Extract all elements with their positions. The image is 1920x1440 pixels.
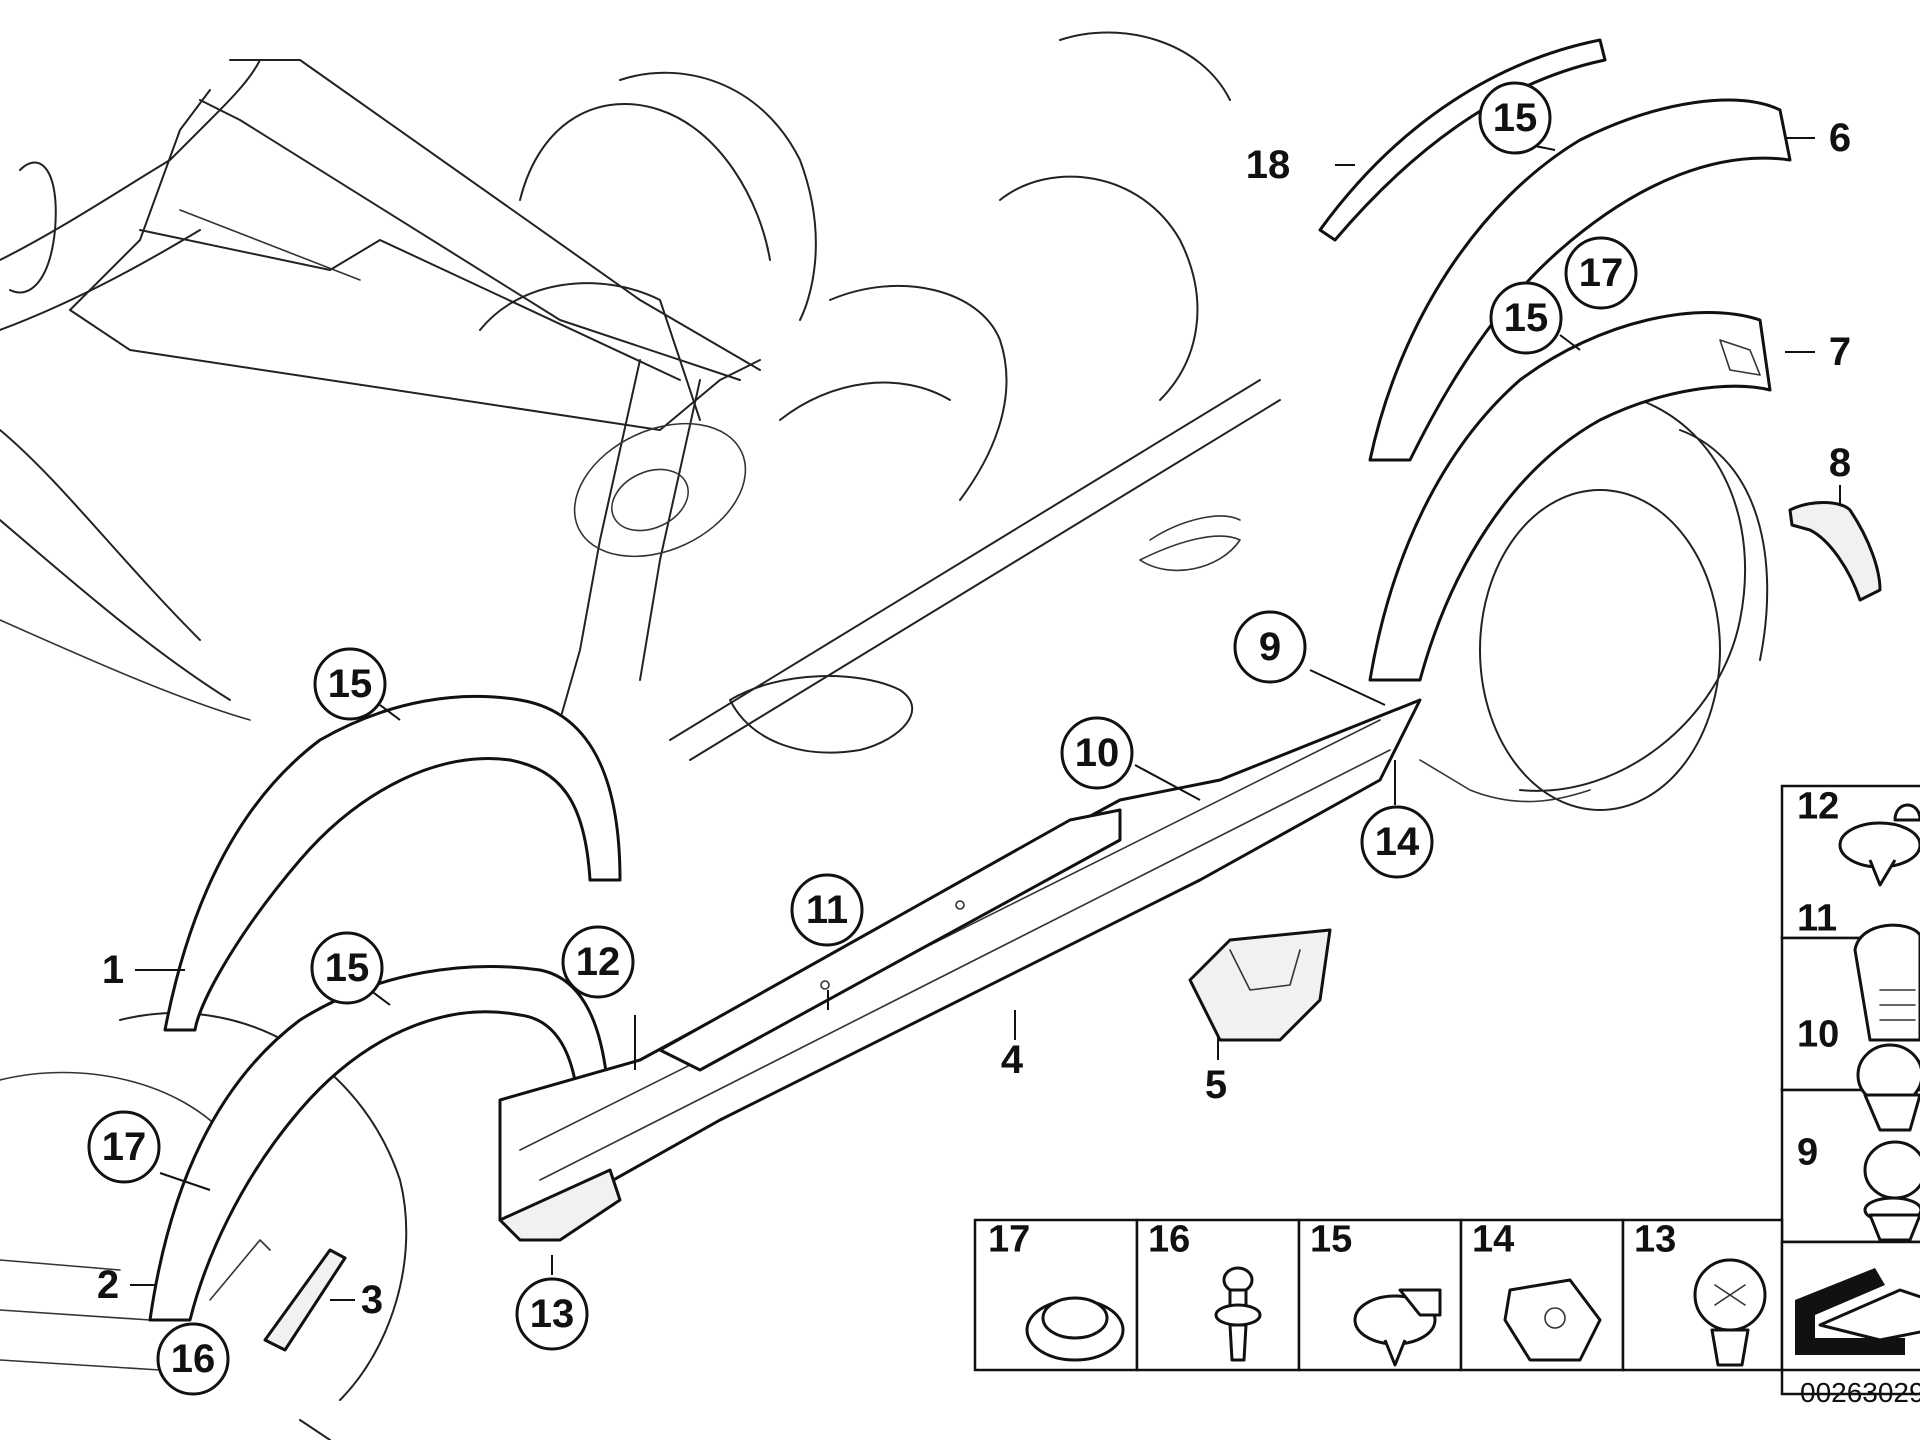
callout-15-front: 15 bbox=[313, 647, 387, 721]
callout-15-mid: 15 bbox=[1489, 281, 1563, 355]
callout-17-lower: 17 bbox=[87, 1110, 161, 1184]
legend-cell-9-label: 9 bbox=[1797, 1131, 1818, 1173]
part-18-trim-strip bbox=[1318, 38, 1607, 242]
reference-number: 00263029 bbox=[1800, 1377, 1920, 1408]
clip-9-icon bbox=[1863, 1140, 1920, 1242]
clip-10-icon bbox=[1856, 1043, 1920, 1132]
svg-text:13: 13 bbox=[530, 1292, 575, 1336]
svg-text:11: 11 bbox=[806, 888, 848, 932]
svg-text:16: 16 bbox=[171, 1337, 216, 1381]
part-1-front-wheel-arch bbox=[163, 694, 622, 1032]
direction-arrow-icon bbox=[1795, 1268, 1920, 1355]
legend-cell-16-label: 16 bbox=[1148, 1218, 1190, 1260]
car-outline bbox=[0, 31, 1769, 1440]
clip-11-icon bbox=[1853, 923, 1920, 1042]
clip-13-icon bbox=[1693, 1258, 1767, 1367]
legend-cell-15-label: 15 bbox=[1310, 1218, 1352, 1260]
legend-bottom-row: 17 16 15 14 13 bbox=[973, 1218, 1920, 1372]
svg-text:15: 15 bbox=[325, 946, 370, 990]
part-5-jack-pad bbox=[1188, 928, 1332, 1042]
part-7-rear-wheel-arch-trim bbox=[1368, 311, 1772, 682]
svg-text:9: 9 bbox=[1259, 625, 1281, 669]
callout-15-top: 15 bbox=[1478, 81, 1552, 155]
part-13-end-bracket bbox=[498, 1168, 622, 1242]
part-10-sill-strip bbox=[658, 808, 1122, 1072]
svg-text:15: 15 bbox=[1493, 96, 1538, 140]
label-18: 18 bbox=[1246, 143, 1291, 187]
legend-cell-17-label: 17 bbox=[988, 1218, 1030, 1260]
legend-cell-12-label: 12 bbox=[1797, 785, 1839, 827]
part-8-bracket bbox=[1788, 501, 1882, 602]
callout-9: 9 bbox=[1233, 610, 1307, 684]
label-7: 7 bbox=[1829, 330, 1851, 374]
svg-text:15: 15 bbox=[328, 662, 373, 706]
clip-17-icon bbox=[1025, 1296, 1125, 1362]
part-6-rear-wheel-arch bbox=[1368, 98, 1792, 462]
svg-text:17: 17 bbox=[1579, 251, 1624, 295]
callout-15-lower: 15 bbox=[310, 931, 384, 1005]
label-2: 2 bbox=[97, 1263, 119, 1307]
callout-16: 16 bbox=[156, 1322, 230, 1396]
callout-10: 10 bbox=[1060, 716, 1134, 790]
nut-15-icon bbox=[1353, 1288, 1442, 1367]
clip-12-icon bbox=[1838, 803, 1920, 887]
label-1: 1 bbox=[102, 948, 124, 992]
label-5: 5 bbox=[1205, 1063, 1227, 1107]
label-3: 3 bbox=[361, 1278, 383, 1322]
callout-11: 11 bbox=[790, 873, 864, 947]
svg-text:17: 17 bbox=[102, 1125, 147, 1169]
callout-13: 13 bbox=[515, 1277, 589, 1351]
legend-cell-10-label: 10 bbox=[1797, 1013, 1839, 1055]
legend-cell-13-label: 13 bbox=[1634, 1218, 1676, 1260]
label-6: 6 bbox=[1829, 116, 1851, 160]
legend-cell-14-label: 14 bbox=[1472, 1218, 1514, 1260]
screw-16-icon bbox=[1214, 1266, 1262, 1362]
clip-14-icon bbox=[1503, 1278, 1602, 1362]
svg-text:14: 14 bbox=[1375, 820, 1420, 864]
svg-text:15: 15 bbox=[1504, 296, 1549, 340]
legend-cell-11-label: 11 bbox=[1797, 897, 1837, 939]
callout-12: 12 bbox=[561, 925, 635, 999]
label-4: 4 bbox=[1001, 1038, 1024, 1082]
callout-14: 14 bbox=[1360, 805, 1434, 879]
svg-text:10: 10 bbox=[1075, 731, 1120, 775]
svg-text:12: 12 bbox=[576, 940, 621, 984]
callout-17-top: 17 bbox=[1564, 236, 1638, 310]
part-3-bracket bbox=[263, 1248, 347, 1352]
label-8: 8 bbox=[1829, 441, 1851, 485]
